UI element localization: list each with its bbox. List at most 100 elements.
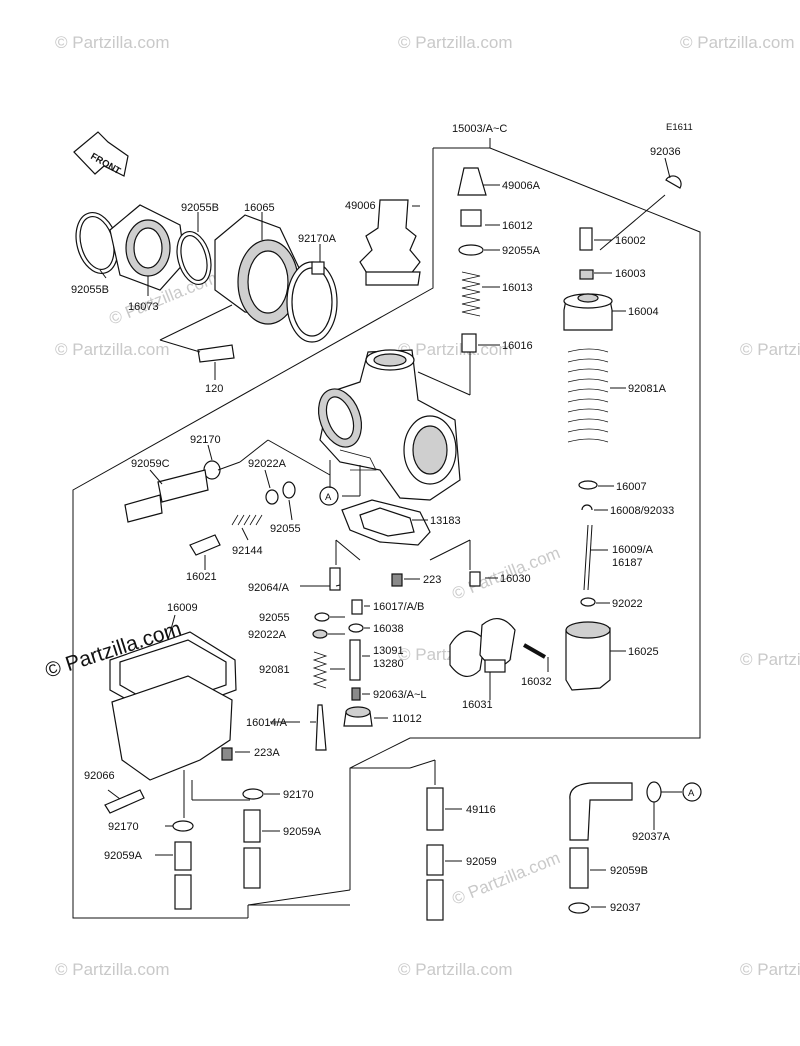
part-label: 16009/A <box>612 544 654 556</box>
part-label: 16016 <box>502 340 533 352</box>
cap-49006a <box>457 167 487 196</box>
part-label: 92059 <box>466 856 497 868</box>
watermark-text: © Partzilla.com <box>740 340 800 359</box>
part-label: 16014/A <box>246 717 288 729</box>
part-label: 13183 <box>430 515 461 527</box>
top-cap-stack <box>457 167 487 353</box>
part-label: 16032 <box>521 676 552 688</box>
part-label: 16004 <box>628 306 659 318</box>
clip-92036 <box>665 175 682 189</box>
washer-92022 <box>580 597 596 607</box>
o-ring-16038 <box>348 623 364 633</box>
watermark-text: © Partzilla.com <box>55 960 170 979</box>
part-label: 92022A <box>248 629 287 641</box>
spring-92081 <box>312 651 328 689</box>
callout-a-lower: A <box>682 782 702 802</box>
jet-16030 <box>469 571 481 587</box>
spring-92081a <box>567 348 609 443</box>
float-bowl <box>104 631 237 814</box>
part-label: 92170 <box>283 789 314 801</box>
clamp-92170-low <box>242 788 264 800</box>
part-label: 15003/A~C <box>452 123 507 135</box>
watermark-text: © Partzilla.com <box>740 650 800 669</box>
jet-92063 <box>351 687 361 701</box>
part-label: 92055A <box>502 245 541 257</box>
part-label: 92055 <box>259 612 290 624</box>
part-label: 92170A <box>298 233 337 245</box>
part-label: 92064/A <box>248 582 290 594</box>
screw-16021 <box>189 534 221 556</box>
fitting-49116 <box>426 787 444 831</box>
part-label: 92066 <box>84 770 115 782</box>
o-ring-92055a <box>458 244 484 256</box>
part-label: 92055 <box>270 523 301 535</box>
spring-16013 <box>461 271 481 317</box>
part-label: 16031 <box>462 699 493 711</box>
watermark-text: © Partzilla.com <box>55 33 170 52</box>
part-label: 16013 <box>502 282 533 294</box>
clip-16008 <box>581 504 593 511</box>
right-column-parts <box>563 175 682 691</box>
part-label: 16007 <box>616 481 647 493</box>
seat-16007 <box>578 480 598 490</box>
part-label: 92055B <box>71 284 109 296</box>
hose-92059b <box>569 782 633 841</box>
watermark-text: © Partzilla.com <box>398 960 513 979</box>
svg-text:A: A <box>688 788 695 799</box>
needle-jet-13091 <box>349 639 361 681</box>
diagram-code: E1611 <box>666 122 693 133</box>
part-labels: 15003/A~C 92036 49006 49006A 16012 92055… <box>71 123 681 914</box>
hose-92059a-left <box>174 841 192 871</box>
screw-16002 <box>579 227 593 251</box>
watermark-text: © Partzilla.com <box>398 340 513 359</box>
watermark-text: © Partzilla.com <box>680 33 795 52</box>
mid-left-parts <box>124 460 481 751</box>
part-label: 16021 <box>186 571 217 583</box>
part-label: 13280 <box>373 658 404 670</box>
svg-text:A: A <box>325 492 332 503</box>
screw-223a <box>221 747 233 761</box>
jet-16017 <box>351 599 363 615</box>
watermark-text: © Partzilla.com <box>740 960 800 979</box>
clip-92037 <box>568 902 590 914</box>
o-ring-92055-low <box>314 612 330 622</box>
watermark-text: © Partzilla.com <box>55 340 170 359</box>
boot-49006 <box>359 199 421 286</box>
clamp-92170-left <box>172 820 194 832</box>
screw-92064 <box>329 567 341 591</box>
part-label: 92055B <box>181 202 219 214</box>
holder-16016 <box>461 333 477 353</box>
clip-92037a <box>646 781 662 803</box>
washer-92022a-low <box>312 629 328 639</box>
spring-92144 <box>231 514 263 526</box>
part-label: 16073 <box>128 301 159 313</box>
part-label: 16017/A/B <box>373 601 424 613</box>
part-label: 92037A <box>632 831 671 843</box>
adjuster-16012 <box>460 209 482 227</box>
carburetor-body <box>317 349 461 501</box>
part-label: 92063/A~L <box>373 689 427 701</box>
part-label: 49006A <box>502 180 541 192</box>
part-label: 11012 <box>392 713 422 725</box>
intake-group <box>75 204 338 363</box>
needle-16009 <box>583 524 589 591</box>
part-label: 92170 <box>190 434 221 446</box>
part-label: 16030 <box>500 573 531 585</box>
lower-hoses: A <box>172 781 702 921</box>
part-label: 16003 <box>615 268 646 280</box>
part-label: 223A <box>254 747 280 759</box>
part-label: 92081A <box>628 383 667 395</box>
part-label: 120 <box>205 383 223 395</box>
part-label: 92059A <box>104 850 143 862</box>
part-label: 16187 <box>612 557 643 569</box>
part-label: 16065 <box>244 202 275 214</box>
hose-92059 <box>426 844 444 876</box>
part-label: 92081 <box>259 664 290 676</box>
part-label: 92059B <box>610 865 648 877</box>
part-label: 13091 <box>373 645 404 657</box>
o-ring-92055 <box>282 481 296 499</box>
callout-a-body: A <box>319 486 339 506</box>
part-label: 16008/92033 <box>610 505 674 517</box>
part-label: 16002 <box>615 235 646 247</box>
